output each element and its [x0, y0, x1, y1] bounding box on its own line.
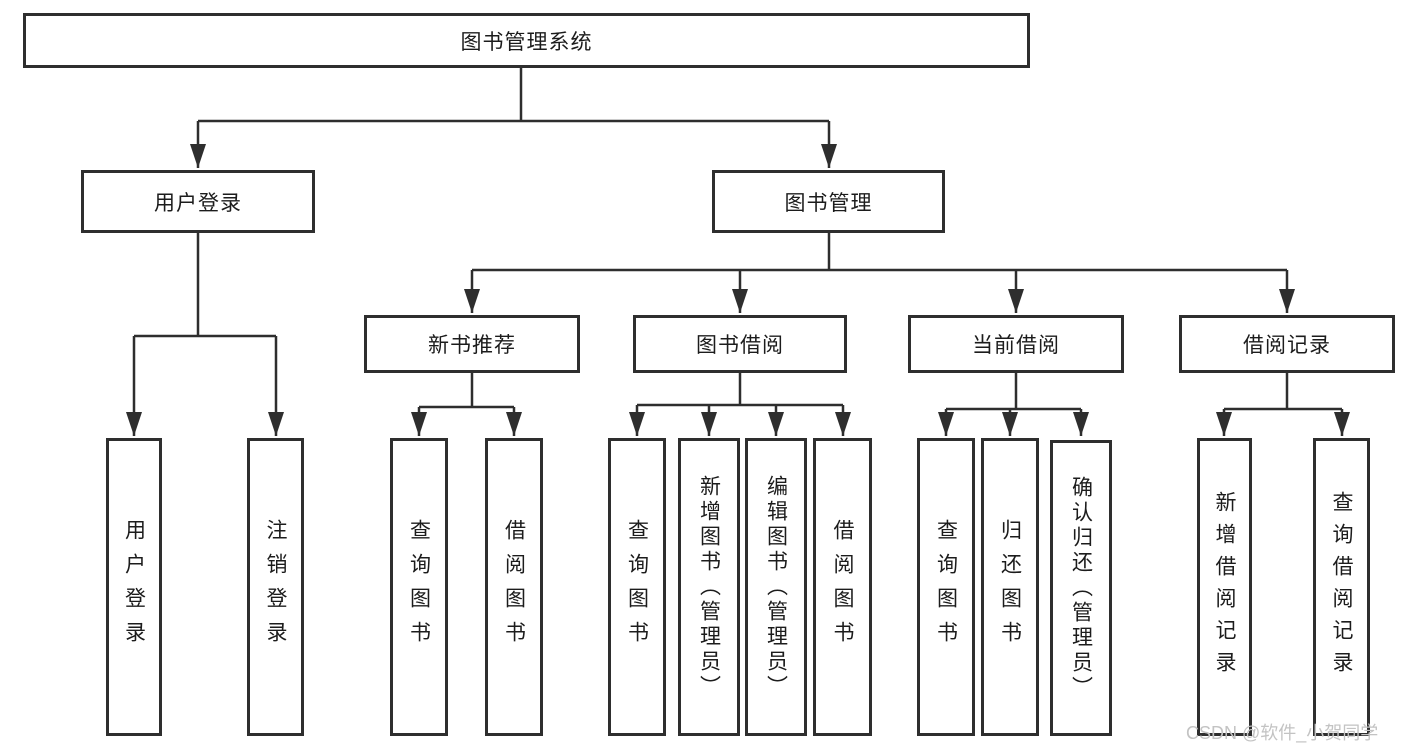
- node-root: 图书管理系统: [23, 13, 1030, 68]
- leaf-borrow-books-recommend: 借阅图书: [485, 438, 543, 736]
- leaf-return-book-label: 归还图书: [998, 519, 1022, 655]
- node-borrowing-records-label: 借阅记录: [1243, 334, 1331, 357]
- leaf-add-borrow-record: 新增借阅记录: [1197, 438, 1252, 736]
- leaf-user-login-label: 用户登录: [122, 519, 146, 655]
- leaf-query-books-recommend-label: 查询图书: [407, 519, 431, 655]
- leaf-borrow-books-borrowing: 借阅图书: [813, 438, 872, 736]
- leaf-add-book-admin: 新增图书（管理员）: [678, 438, 740, 736]
- leaf-query-books-current-label: 查询图书: [934, 519, 958, 655]
- leaf-return-book: 归还图书: [981, 438, 1039, 736]
- node-new-book-recommendation: 新书推荐: [364, 315, 580, 373]
- node-user-login-label: 用户登录: [154, 191, 242, 215]
- leaf-query-borrow-record: 查询借阅记录: [1313, 438, 1370, 736]
- leaf-query-borrow-record-label: 查询借阅记录: [1330, 491, 1353, 683]
- node-book-management-label: 图书管理: [784, 191, 873, 215]
- node-root-label: 图书管理系统: [460, 30, 593, 54]
- node-borrowing-records: 借阅记录: [1179, 315, 1395, 373]
- leaf-edit-book-admin: 编辑图书（管理员）: [745, 438, 807, 736]
- node-book-management: 图书管理: [712, 170, 945, 233]
- leaf-add-borrow-record-label: 新增借阅记录: [1213, 491, 1236, 683]
- leaf-logout-label: 注销登录: [264, 519, 287, 655]
- leaf-logout: 注销登录: [247, 438, 304, 736]
- leaf-edit-book-admin-label: 编辑图书（管理员）: [764, 474, 788, 700]
- leaf-add-book-admin-label: 新增图书（管理员）: [697, 474, 721, 700]
- leaf-confirm-return-admin-label: 确认归还（管理员）: [1069, 475, 1093, 701]
- leaf-query-books-current: 查询图书: [917, 438, 975, 736]
- watermark: CSDN @软件_小贺同学: [1186, 723, 1379, 743]
- node-current-borrowing-label: 当前借阅: [972, 334, 1060, 357]
- node-new-book-recommendation-label: 新书推荐: [428, 334, 516, 357]
- leaf-confirm-return-admin: 确认归还（管理员）: [1050, 440, 1112, 736]
- node-user-login: 用户登录: [81, 170, 315, 233]
- node-book-borrowing-label: 图书借阅: [696, 334, 784, 357]
- leaf-borrow-books-recommend-label: 借阅图书: [502, 519, 526, 655]
- node-book-borrowing: 图书借阅: [633, 315, 847, 373]
- node-current-borrowing: 当前借阅: [908, 315, 1124, 373]
- leaf-query-books-borrowing: 查询图书: [608, 438, 666, 736]
- leaf-query-books-borrowing-label: 查询图书: [625, 519, 649, 655]
- leaf-user-login: 用户登录: [106, 438, 162, 736]
- leaf-borrow-books-borrowing-label: 借阅图书: [831, 519, 854, 655]
- leaf-query-books-recommend: 查询图书: [390, 438, 448, 736]
